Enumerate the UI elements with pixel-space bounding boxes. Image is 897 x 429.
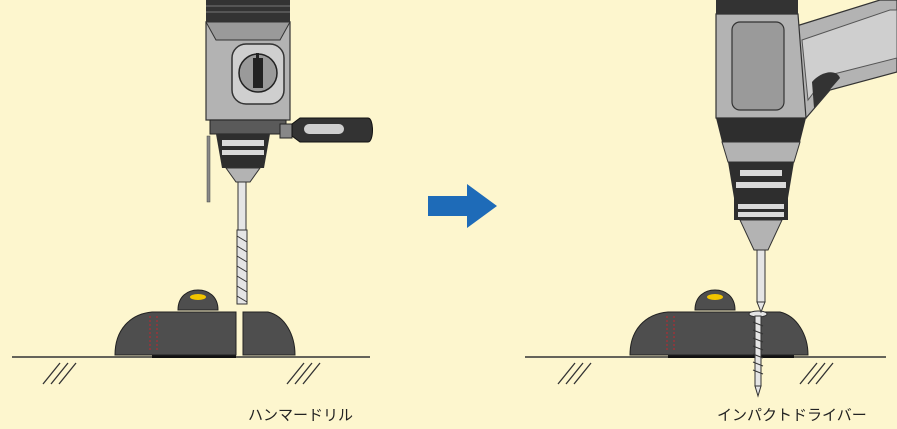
right-arrow-icon <box>428 184 497 228</box>
level-block-right <box>629 289 809 358</box>
hammer-drill-icon <box>205 0 373 305</box>
screw-icon <box>748 310 768 398</box>
ground-hatch-left <box>42 362 321 385</box>
right-panel <box>525 0 897 398</box>
level-bubble-left <box>190 294 206 300</box>
left-panel <box>12 0 373 385</box>
hammer-drill-caption: ハンマードリル <box>248 406 354 424</box>
ground-hatch-right <box>557 362 834 385</box>
level-bubble-right <box>707 294 723 300</box>
impact-driver-icon <box>715 0 897 314</box>
level-block-left <box>114 289 296 358</box>
impact-driver-caption: インパクトドライバー <box>717 406 867 424</box>
